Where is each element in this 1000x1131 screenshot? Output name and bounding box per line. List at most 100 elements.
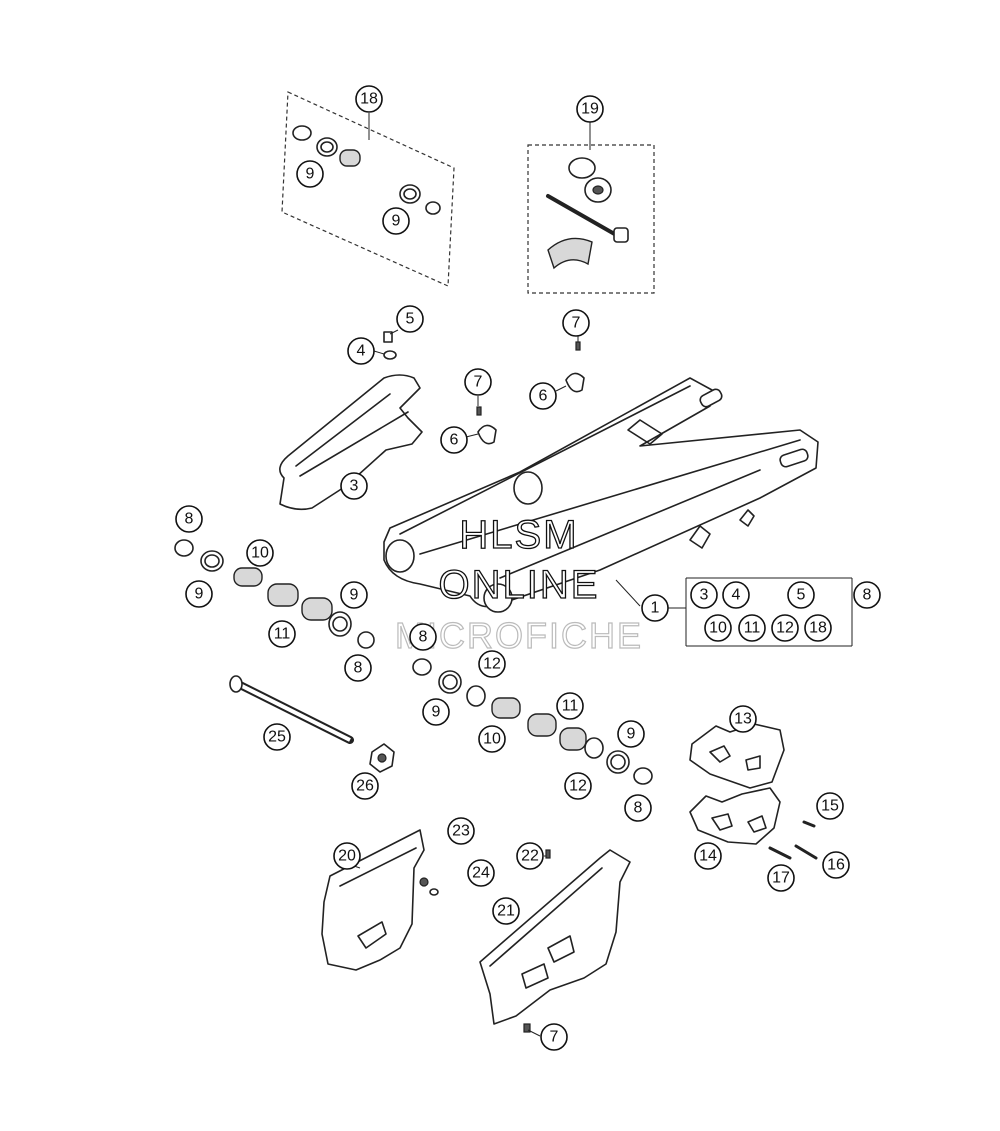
pivot-axle [229, 675, 395, 773]
svg-text:23: 23 [452, 823, 470, 840]
svg-text:17: 17 [772, 870, 790, 887]
swingarm [383, 377, 819, 613]
callout-18: 18 [804, 614, 832, 642]
callout-9: 9 [382, 207, 410, 235]
svg-text:9: 9 [195, 586, 204, 603]
callout-1: 1 [641, 594, 669, 622]
svg-text:20: 20 [338, 848, 356, 865]
callout-9: 9 [185, 580, 213, 608]
svg-text:4: 4 [732, 587, 741, 604]
svg-text:9: 9 [306, 166, 315, 183]
svg-text:10: 10 [709, 620, 727, 637]
callout-6: 6 [440, 426, 468, 454]
chain-slider [279, 331, 423, 511]
chain-guard-21 [479, 849, 631, 1033]
callout-12: 12 [771, 614, 799, 642]
svg-text:9: 9 [392, 213, 401, 230]
callout-5: 5 [787, 581, 815, 609]
callout-8: 8 [175, 505, 203, 533]
svg-text:8: 8 [419, 629, 428, 646]
chain-cover-20 [321, 829, 439, 971]
callout-11: 11 [556, 692, 584, 720]
callout-19: 19 [576, 95, 604, 123]
svg-text:10: 10 [251, 545, 269, 562]
callout-11: 11 [738, 614, 766, 642]
callout-5: 5 [396, 305, 424, 333]
left-bearing-stack [174, 539, 375, 649]
callout-3: 3 [340, 472, 368, 500]
svg-text:9: 9 [432, 704, 441, 721]
callout-6: 6 [529, 382, 557, 410]
svg-text:10: 10 [483, 731, 501, 748]
svg-text:16: 16 [827, 857, 845, 874]
svg-text:7: 7 [474, 374, 483, 391]
callout-7: 7 [562, 309, 590, 337]
callout-12: 12 [478, 650, 506, 678]
watermark-line-2: ONLINE [439, 563, 600, 607]
callout-7: 7 [464, 368, 492, 396]
svg-text:13: 13 [734, 711, 752, 728]
callout-13: 13 [729, 705, 757, 733]
callout-21: 21 [492, 897, 520, 925]
callout-4: 4 [722, 581, 750, 609]
callout-23: 23 [447, 817, 475, 845]
callout-8: 8 [624, 794, 652, 822]
svg-text:19: 19 [581, 101, 599, 118]
callout-18: 18 [355, 85, 383, 113]
callout-17: 17 [767, 864, 795, 892]
chain-guide [689, 723, 818, 860]
callout-25: 25 [263, 723, 291, 751]
callout-7: 7 [540, 1023, 568, 1051]
svg-text:11: 11 [744, 620, 761, 637]
callout-9: 9 [340, 581, 368, 609]
callout-8: 8 [409, 623, 437, 651]
callout-20: 20 [333, 842, 361, 870]
svg-text:18: 18 [809, 620, 827, 637]
svg-text:8: 8 [354, 660, 363, 677]
svg-text:26: 26 [356, 778, 374, 795]
svg-text:8: 8 [634, 800, 643, 817]
svg-text:12: 12 [569, 778, 587, 795]
callout-22: 22 [516, 842, 544, 870]
callout-16: 16 [822, 851, 850, 879]
callouts: 18 9 9 19 5 4 7 7 6 6 3 8 10 9 11 9 8 8 … [175, 85, 881, 1051]
callout-9: 9 [422, 698, 450, 726]
svg-text:24: 24 [472, 865, 490, 882]
svg-text:7: 7 [550, 1029, 559, 1046]
svg-text:6: 6 [450, 432, 459, 449]
callout-3: 3 [690, 581, 718, 609]
kit-19-group [527, 120, 655, 294]
callout-8: 8 [344, 654, 372, 682]
callout-8: 8 [853, 581, 881, 609]
svg-text:5: 5 [797, 587, 806, 604]
svg-text:22: 22 [521, 848, 539, 865]
callout-15: 15 [816, 792, 844, 820]
callout-4: 4 [347, 337, 375, 365]
svg-text:15: 15 [821, 798, 839, 815]
watermark-line-1: HLSM [459, 513, 578, 557]
svg-text:7: 7 [572, 315, 581, 332]
kit-18-group [281, 91, 455, 287]
svg-text:1: 1 [651, 600, 660, 617]
callout-10: 10 [246, 539, 274, 567]
svg-text:25: 25 [268, 729, 286, 746]
right-bearing-stack [412, 658, 653, 785]
svg-text:14: 14 [699, 848, 717, 865]
callout-9: 9 [617, 720, 645, 748]
svg-text:3: 3 [350, 478, 359, 495]
svg-text:6: 6 [539, 388, 548, 405]
svg-text:8: 8 [863, 587, 872, 604]
callout-10: 10 [478, 725, 506, 753]
clamps-and-screws [476, 341, 585, 445]
callout-11: 11 [268, 620, 296, 648]
callout-9: 9 [296, 160, 324, 188]
callout-10: 10 [704, 614, 732, 642]
svg-text:4: 4 [357, 343, 366, 360]
svg-text:11: 11 [562, 698, 579, 715]
svg-text:8: 8 [185, 511, 194, 528]
callout-12: 12 [564, 772, 592, 800]
svg-text:12: 12 [776, 620, 794, 637]
svg-text:18: 18 [360, 91, 378, 108]
callout-14: 14 [694, 842, 722, 870]
